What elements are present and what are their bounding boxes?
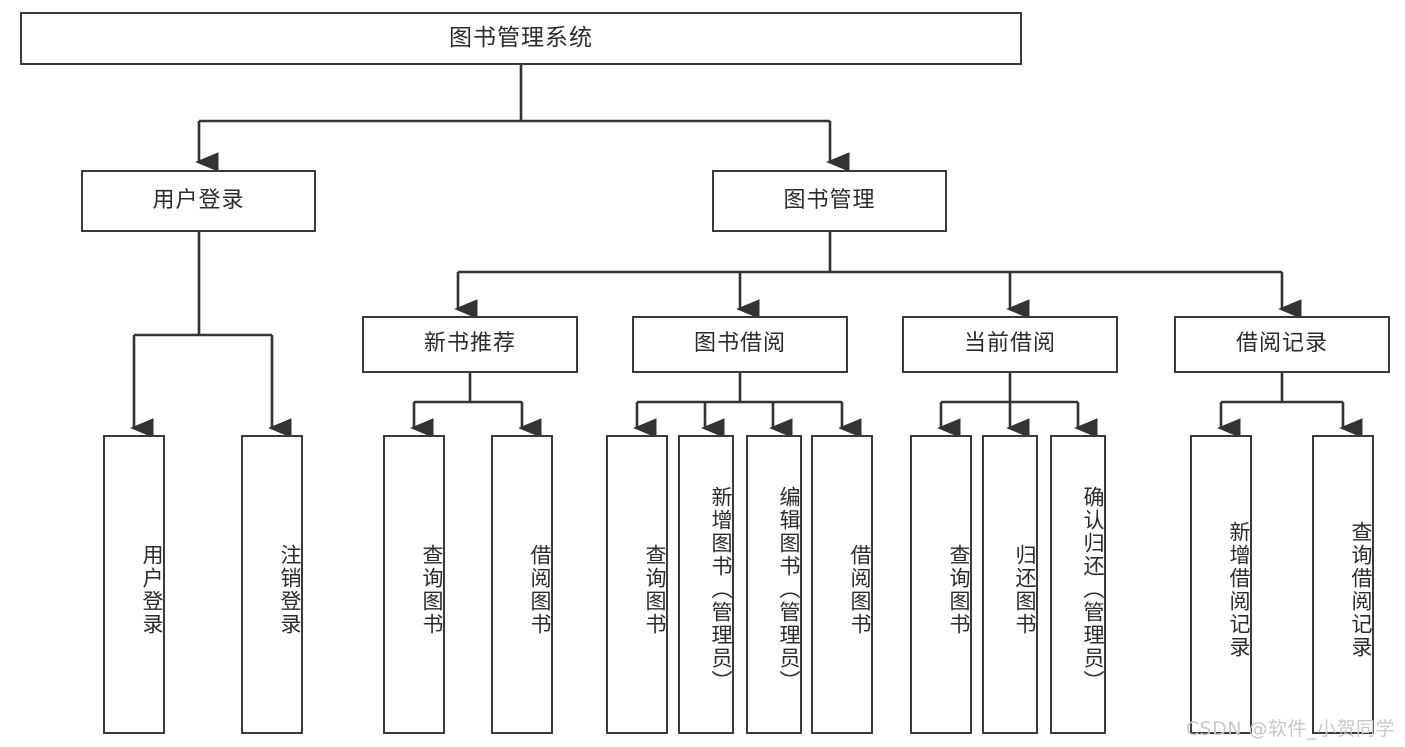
leaf-label: 查询图书 — [643, 543, 667, 636]
leaf-query-book-1[interactable]: 查询图书 — [383, 435, 445, 734]
node-new-book-recommend[interactable]: 新书推荐 — [362, 316, 578, 373]
leaf-label: 确认归还（管理员） — [1081, 486, 1105, 693]
leaf-edit-book[interactable]: 编辑图书（管理员） — [746, 435, 802, 734]
leaf-query-book-3[interactable]: 查询图书 — [910, 435, 972, 734]
leaf-label: 借阅图书 — [528, 543, 552, 636]
leaf-user-login[interactable]: 用户登录 — [103, 435, 165, 734]
leaf-query-book-2[interactable]: 查询图书 — [606, 435, 668, 734]
leaf-logout[interactable]: 注销登录 — [241, 435, 303, 734]
leaf-borrow-book-1[interactable]: 借阅图书 — [491, 435, 553, 734]
leaf-label: 查询图书 — [420, 543, 444, 636]
node-user-login[interactable]: 用户登录 — [81, 170, 316, 232]
leaf-borrow-book-2[interactable]: 借阅图书 — [811, 435, 873, 734]
leaf-return-book[interactable]: 归还图书 — [982, 435, 1038, 734]
leaf-confirm-return[interactable]: 确认归还（管理员） — [1050, 435, 1106, 734]
leaf-label: 查询借阅记录 — [1349, 520, 1373, 659]
leaf-add-book[interactable]: 新增图书（管理员） — [678, 435, 734, 734]
leaf-add-record[interactable]: 新增借阅记录 — [1190, 435, 1252, 734]
node-borrow-record[interactable]: 借阅记录 — [1174, 316, 1390, 373]
leaf-query-record[interactable]: 查询借阅记录 — [1312, 435, 1374, 734]
leaf-label: 查询图书 — [947, 543, 971, 636]
node-root-system[interactable]: 图书管理系统 — [20, 12, 1022, 65]
node-book-borrow[interactable]: 图书借阅 — [632, 316, 848, 373]
leaf-label: 新增图书（管理员） — [709, 486, 733, 693]
csdn-watermark: CSDN @软件_小贺同学 — [1185, 718, 1395, 740]
node-book-manage[interactable]: 图书管理 — [712, 170, 947, 232]
leaf-label: 注销登录 — [278, 543, 302, 636]
leaf-label: 归还图书 — [1013, 543, 1037, 636]
leaf-label: 借阅图书 — [848, 543, 872, 636]
leaf-label: 新增借阅记录 — [1227, 520, 1251, 659]
leaf-label: 编辑图书（管理员） — [777, 486, 801, 693]
leaf-label: 用户登录 — [140, 543, 164, 636]
node-current-borrow[interactable]: 当前借阅 — [902, 316, 1118, 373]
